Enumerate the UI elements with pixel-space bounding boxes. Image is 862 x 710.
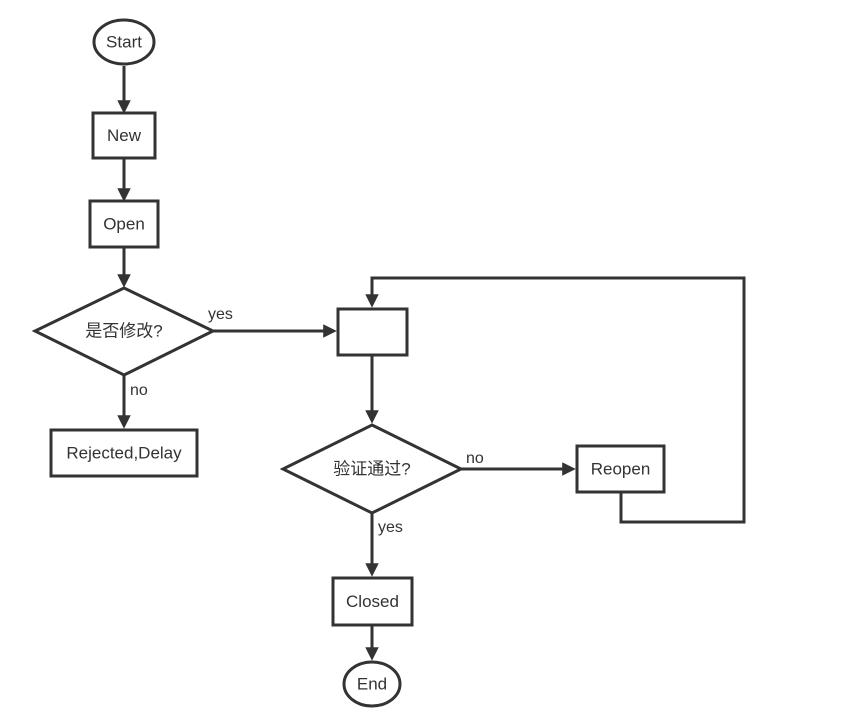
start-terminal-shape <box>92 18 156 66</box>
unlabeled-process-box <box>336 307 409 357</box>
new-box <box>91 111 157 160</box>
new-label: New <box>107 126 142 145</box>
modified-decision-node: 是否修改? <box>31 286 217 377</box>
rejected-label: Rejected,Delay <box>66 444 182 463</box>
end-node: End <box>342 660 402 708</box>
new-node: New <box>91 111 157 160</box>
end-terminal-shape <box>342 660 402 708</box>
rejected-node: Rejected,Delay <box>49 428 199 478</box>
closed-node: Closed <box>331 576 414 627</box>
edge-label-modified-no: no <box>130 382 148 399</box>
start-node: Start <box>92 18 156 66</box>
reopen-node: Reopen <box>575 444 666 494</box>
edge-reopen-loop <box>365 276 746 524</box>
end-label: End <box>357 675 387 694</box>
open-label: Open <box>103 215 145 234</box>
unlabeled-process-node <box>336 307 409 357</box>
closed-label: Closed <box>346 592 399 611</box>
verify-decision-node: 验证通过? <box>279 423 465 515</box>
edge-label-modified-yes: yes <box>208 306 233 323</box>
open-node: Open <box>88 199 160 249</box>
reopen-label: Reopen <box>591 460 651 479</box>
reopen-box <box>575 444 666 494</box>
modified-decision-label: 是否修改? <box>85 322 162 341</box>
start-label: Start <box>106 33 142 52</box>
open-box <box>88 199 160 249</box>
edge-label-verify-no: no <box>466 450 484 467</box>
rejected-box <box>49 428 199 478</box>
edge-label-verify-yes: yes <box>378 519 403 536</box>
verify-decision-label: 验证通过? <box>333 460 410 479</box>
verify-decision-diamond <box>279 423 465 515</box>
closed-box <box>331 576 414 627</box>
modified-decision-diamond <box>31 286 217 377</box>
